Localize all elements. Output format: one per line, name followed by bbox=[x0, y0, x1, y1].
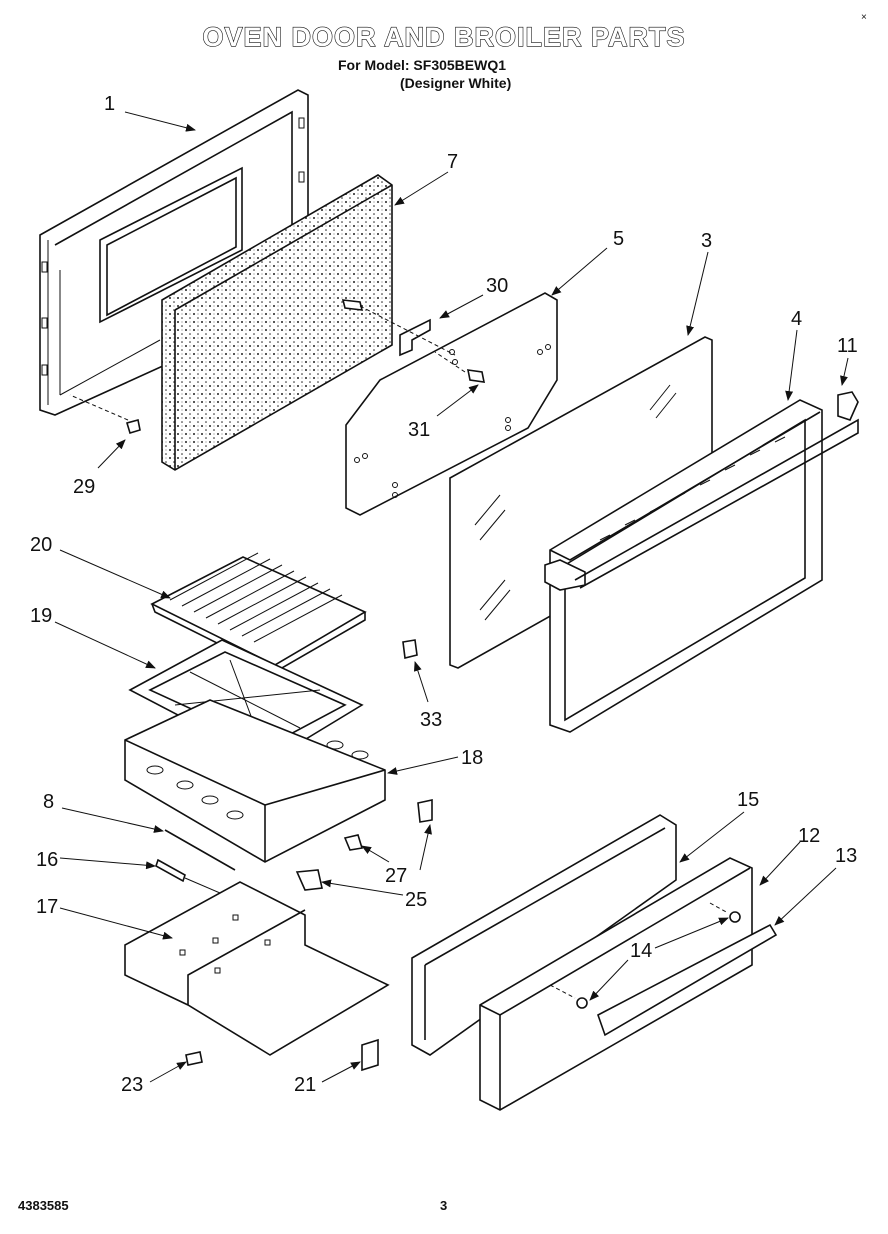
callout-20: 20 bbox=[30, 534, 52, 556]
callout-19: 19 bbox=[30, 605, 52, 627]
callout-5: 5 bbox=[613, 228, 624, 250]
drawer-bottom bbox=[124, 881, 390, 1056]
callout-12: 12 bbox=[798, 825, 820, 847]
small-bracket-25b bbox=[295, 869, 323, 891]
callout-23: 23 bbox=[121, 1074, 143, 1096]
small-clip-27 bbox=[343, 834, 364, 851]
callout-31: 31 bbox=[408, 419, 430, 441]
callout-7: 7 bbox=[447, 151, 458, 173]
callout-11: 11 bbox=[837, 335, 858, 357]
door-clip bbox=[837, 391, 859, 421]
door-frame bbox=[544, 399, 859, 733]
handle-spacer bbox=[549, 902, 741, 1009]
callout-1: 1 bbox=[104, 93, 115, 115]
drawer-handle bbox=[597, 923, 778, 1037]
door-insulation bbox=[161, 174, 393, 471]
door-screw bbox=[434, 351, 486, 383]
callout-8: 8 bbox=[43, 791, 54, 813]
callout-14: 14 bbox=[630, 940, 652, 962]
model-line: For Model: SF305BEWQ1 bbox=[338, 57, 507, 73]
inner-door-panel bbox=[345, 292, 558, 516]
callout-4: 4 bbox=[791, 308, 802, 330]
broiler-grid bbox=[150, 552, 367, 673]
callout-29: 29 bbox=[73, 476, 95, 498]
hinge-bracket bbox=[341, 299, 456, 357]
corner-mark: × bbox=[861, 12, 867, 23]
callout-13: 13 bbox=[835, 845, 857, 867]
callout-21: 21 bbox=[294, 1074, 316, 1096]
small-clip-33 bbox=[402, 639, 418, 659]
callout-30: 30 bbox=[486, 275, 508, 297]
panel-screw bbox=[69, 394, 141, 434]
small-bracket-25a bbox=[417, 799, 433, 823]
drawer-front-panel bbox=[479, 857, 753, 1111]
document-number: 4383585 bbox=[18, 1198, 69, 1213]
leader-arrows bbox=[54, 111, 849, 1083]
drawer-front-frame bbox=[411, 814, 677, 1056]
hinge-21 bbox=[361, 1038, 379, 1072]
broiler-rod bbox=[164, 829, 236, 871]
callout-33: 33 bbox=[420, 709, 442, 731]
callout-15: 15 bbox=[737, 789, 759, 811]
broiler-spring bbox=[155, 858, 221, 894]
outer-door-panel bbox=[39, 89, 309, 416]
callout-16: 16 bbox=[36, 849, 58, 871]
callout-18: 18 bbox=[461, 747, 483, 769]
callout-27: 27 bbox=[385, 865, 407, 887]
broiler-drawer bbox=[124, 699, 386, 863]
callout-3: 3 bbox=[701, 230, 712, 252]
page-number: 3 bbox=[440, 1198, 448, 1213]
callout-labels: 1 3 4 5 7 8 11 12 13 14 15 16 17 18 19 2… bbox=[30, 93, 858, 1096]
callout-17: 17 bbox=[36, 896, 58, 918]
color-line: (Designer White) bbox=[400, 75, 512, 91]
callout-25: 25 bbox=[405, 889, 427, 911]
screw-23 bbox=[185, 1051, 203, 1066]
page-title: OVEN DOOR AND BROILER PARTS bbox=[202, 21, 686, 52]
